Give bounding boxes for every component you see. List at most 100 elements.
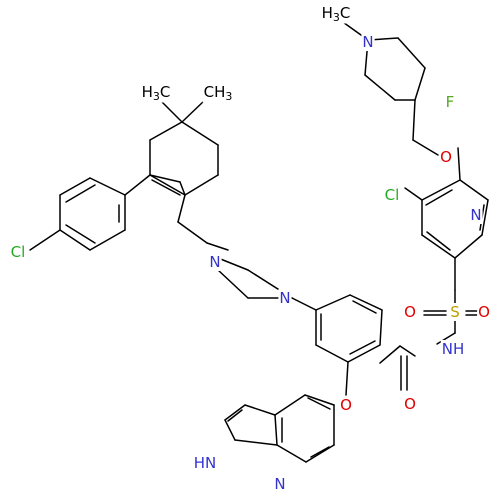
label-background — [403, 395, 417, 413]
bond-line — [352, 300, 377, 314]
methyl-label: H3C — [142, 83, 171, 103]
label-background — [449, 303, 461, 321]
label-background — [202, 83, 234, 103]
bond-line — [421, 179, 461, 201]
bond-line — [421, 234, 456, 259]
ether-oxygen-label: O — [440, 148, 452, 166]
bond-line — [481, 199, 489, 236]
pyridine-nitrogen-label: N — [470, 206, 481, 224]
azaindole-nh-label: HN — [194, 454, 217, 472]
label-background — [320, 4, 352, 24]
label-background — [361, 33, 375, 51]
bond-line — [124, 174, 151, 196]
label-background — [339, 396, 353, 414]
piperazine-nitrogen-label: N — [279, 289, 290, 307]
sulfonyl-oxygen-label: O — [404, 303, 416, 321]
bond-line — [224, 404, 246, 421]
bond-line — [399, 345, 416, 357]
bond-line — [397, 37, 426, 69]
bond-line — [244, 404, 276, 416]
bond-line — [227, 409, 243, 422]
aryl-ether-oxygen-label: O — [340, 396, 352, 414]
pyridine-chlorine-label: Cl — [385, 186, 400, 204]
carbonyl-oxygen-label: O — [404, 395, 416, 413]
piperidine-nitrogen-label: N — [362, 33, 373, 51]
bond-line — [304, 394, 335, 406]
label-background — [439, 148, 453, 166]
bond-line — [379, 309, 383, 346]
bond-line — [412, 139, 439, 156]
bond-line — [454, 234, 483, 259]
bond-line — [234, 439, 278, 446]
bond-line — [149, 174, 186, 196]
bond-line — [404, 187, 423, 201]
bond-line — [457, 147, 461, 181]
bond-line — [349, 294, 383, 311]
bond-line — [181, 99, 206, 123]
bond-line — [426, 231, 451, 251]
label-background — [440, 340, 466, 358]
bond-line — [315, 294, 351, 311]
bond-line — [149, 121, 183, 141]
bond-line — [89, 177, 126, 196]
bond-line — [59, 177, 91, 196]
bond-line — [274, 394, 306, 416]
bond-line — [349, 340, 376, 355]
bond-line — [291, 297, 317, 311]
bond-line — [65, 224, 96, 244]
bond-line — [276, 444, 307, 463]
bond-line — [274, 414, 278, 446]
label-background — [140, 83, 172, 103]
label-background — [477, 303, 491, 321]
bond-line — [177, 221, 208, 244]
bond-line — [59, 229, 91, 251]
bond-line — [206, 242, 229, 251]
amide-nh-label: NH — [442, 340, 465, 358]
label-background — [403, 303, 417, 321]
sulfur-label: S — [450, 303, 460, 321]
bond-line — [89, 229, 126, 251]
bond-line — [414, 67, 426, 101]
fluorine-label: F — [446, 93, 455, 111]
bond-line — [177, 194, 186, 223]
bond-line — [149, 174, 181, 183]
label-background — [383, 186, 401, 204]
label-background — [273, 475, 287, 493]
bond-line — [224, 419, 236, 441]
bond-layer — [29, 19, 489, 463]
bond-line — [412, 99, 416, 141]
bond-line — [159, 99, 183, 123]
bond-line — [65, 184, 96, 203]
bond-line — [181, 121, 219, 146]
methyl-label: CH3 — [204, 83, 233, 103]
piperazine-nitrogen-label: N — [209, 253, 220, 271]
bond-line — [217, 269, 249, 299]
bond-line — [436, 332, 456, 345]
bond-line — [184, 174, 219, 196]
bond-line — [379, 345, 401, 364]
bond-line — [364, 74, 396, 101]
bond-line — [425, 189, 453, 206]
bond-line — [310, 446, 330, 458]
label-background — [208, 253, 222, 271]
azaindole-nitrogen-label: N — [274, 475, 285, 493]
bond-line — [345, 361, 349, 396]
bond-line — [347, 344, 381, 363]
label-background — [9, 243, 27, 261]
bond-line — [151, 179, 181, 196]
aryl-chlorine-label: Cl — [11, 243, 26, 261]
bond-line — [307, 397, 331, 410]
sulfonyl-oxygen-label: O — [478, 303, 490, 321]
bond-line — [305, 444, 335, 463]
label-background — [278, 289, 292, 307]
label-background — [444, 93, 456, 111]
bond-line — [459, 179, 489, 201]
bond-line — [29, 229, 61, 251]
bond-line — [217, 257, 249, 271]
methyl-label: H3C — [322, 4, 351, 24]
bond-line — [315, 344, 349, 363]
label-background — [469, 206, 483, 224]
label-background — [192, 454, 218, 472]
